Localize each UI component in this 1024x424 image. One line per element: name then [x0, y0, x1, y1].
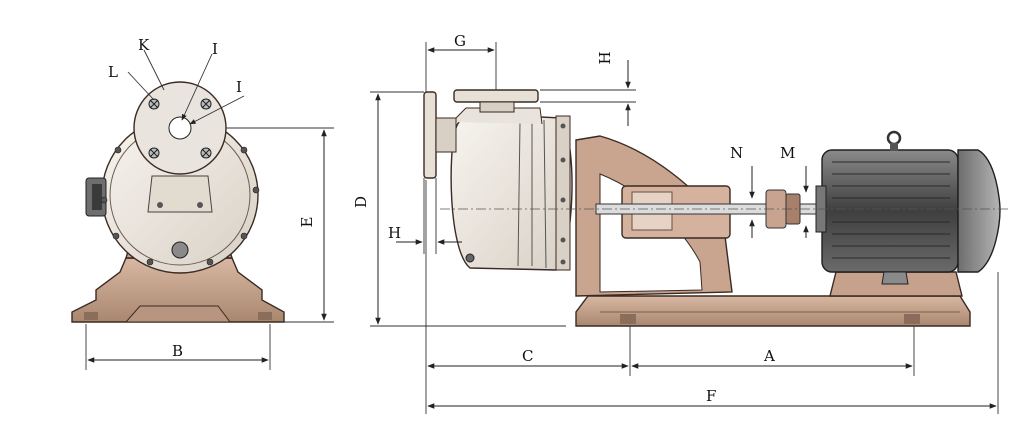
dim-H-left [396, 178, 462, 254]
label-I-right: I [236, 78, 242, 96]
front-base [71, 257, 285, 323]
front-flange-bolt-holes [148, 98, 212, 159]
side-pump-casing [450, 107, 573, 271]
front-drain [171, 241, 189, 259]
front-inner-port [147, 175, 213, 213]
dim-G [425, 42, 497, 92]
label-H-left: H [388, 224, 401, 242]
dim-B [85, 324, 271, 370]
label-B: B [172, 342, 183, 360]
label-I-top: I [212, 40, 218, 58]
coupling [765, 189, 801, 229]
label-N: N [730, 144, 743, 162]
dim-D [370, 91, 566, 327]
label-E: E [298, 217, 316, 228]
side-view [423, 89, 1010, 327]
side-baseplate [575, 295, 971, 327]
dim-E [226, 127, 334, 323]
discharge-flange [453, 89, 539, 113]
label-A: A [763, 347, 775, 365]
front-top-port [168, 116, 192, 140]
label-M: M [780, 144, 795, 162]
dim-C-A-F [425, 180, 999, 414]
dim-H-top [540, 60, 636, 126]
front-view [71, 49, 285, 323]
label-F: F [706, 387, 716, 405]
lifting-eye [886, 130, 902, 146]
label-C: C [522, 347, 533, 365]
label-H-top: H [596, 51, 614, 64]
label-D: D [352, 196, 370, 208]
front-casing-bolts [100, 146, 260, 266]
label-G: G [454, 32, 466, 50]
label-L: L [108, 63, 118, 81]
electric-motor [815, 130, 1001, 285]
suction-flange [423, 91, 457, 179]
label-K: K [138, 36, 150, 54]
